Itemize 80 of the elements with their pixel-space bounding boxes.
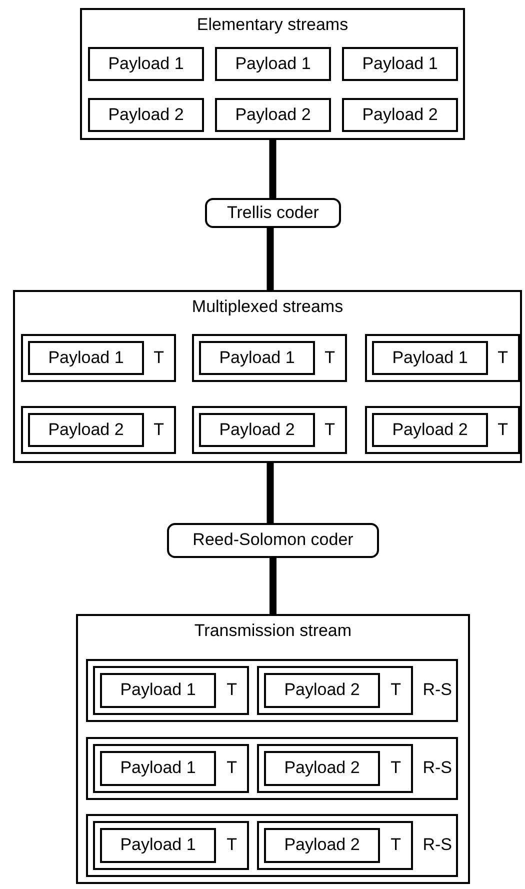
payload-box xyxy=(100,828,216,863)
packet-box xyxy=(93,666,249,715)
payload-label: Payload 1 xyxy=(362,54,438,74)
payload-label: Payload 1 xyxy=(48,348,124,368)
packet-box xyxy=(21,334,176,382)
payload-label: Payload 2 xyxy=(392,420,468,440)
connector-line xyxy=(270,558,276,614)
payload-box xyxy=(215,47,331,81)
trailer-label: T xyxy=(498,348,508,368)
payload-box xyxy=(342,47,458,81)
trailer-label: T xyxy=(390,836,401,855)
payload-label: Payload 1 xyxy=(219,348,295,368)
payload-box xyxy=(28,413,144,447)
stream-panel xyxy=(80,8,465,140)
connector-line xyxy=(269,140,276,198)
payload-label: Payload 1 xyxy=(120,681,196,700)
coder-label: Reed-Solomon coder xyxy=(192,531,354,550)
packet-box xyxy=(93,821,249,870)
packet-box xyxy=(257,821,413,870)
payload-label: Payload 2 xyxy=(219,420,295,440)
payload-label: Payload 2 xyxy=(362,106,438,124)
payload-box xyxy=(342,98,458,132)
checksum-label: R-S xyxy=(422,759,452,778)
payload-box xyxy=(215,98,331,132)
packet-box xyxy=(257,744,413,793)
checksum-label: R-S xyxy=(422,681,452,700)
trailer-label: T xyxy=(154,420,164,440)
packet-box xyxy=(192,334,347,382)
frame-box xyxy=(86,737,458,800)
trailer-label: T xyxy=(226,681,237,700)
coder-box xyxy=(167,523,379,558)
payload-label: Payload 1 xyxy=(108,54,184,74)
trailer-label: T xyxy=(390,681,401,700)
trailer-label: T xyxy=(324,420,335,440)
payload-label: Payload 2 xyxy=(284,836,360,855)
payload-box xyxy=(264,673,380,708)
payload-box xyxy=(372,413,488,447)
payload-box xyxy=(88,98,204,132)
trailer-label: T xyxy=(154,348,164,368)
packet-box xyxy=(365,406,520,454)
payload-box xyxy=(264,751,380,786)
payload-label: Payload 1 xyxy=(235,54,311,74)
coder-label: Trellis coder xyxy=(227,204,319,222)
trailer-label: T xyxy=(226,836,237,855)
coder-box xyxy=(205,198,341,228)
payload-box xyxy=(372,341,488,375)
payload-label: Payload 2 xyxy=(108,106,184,124)
payload-box xyxy=(100,673,216,708)
payload-box xyxy=(199,341,315,375)
stream-panel xyxy=(13,290,522,463)
trailer-label: T xyxy=(390,759,401,778)
payload-label: Payload 2 xyxy=(235,106,311,124)
panel-heading: Transmission stream xyxy=(194,622,352,641)
trailer-label: T xyxy=(324,348,335,368)
payload-label: Payload 1 xyxy=(120,836,196,855)
payload-box xyxy=(199,413,315,447)
payload-box xyxy=(264,828,380,863)
payload-box xyxy=(28,341,144,375)
connector-line xyxy=(266,463,274,523)
payload-label: Payload 1 xyxy=(392,348,468,368)
payload-label: Payload 2 xyxy=(284,759,360,778)
payload-box xyxy=(88,47,204,81)
connector-line xyxy=(266,228,274,290)
panel-heading: Elementary streams xyxy=(196,16,348,35)
packet-box xyxy=(192,406,347,454)
checksum-label: R-S xyxy=(422,836,452,855)
payload-label: Payload 2 xyxy=(284,681,360,700)
frame-box xyxy=(86,659,458,722)
payload-box xyxy=(100,751,216,786)
payload-label: Payload 2 xyxy=(48,420,124,440)
stream-panel xyxy=(76,614,470,884)
panel-heading: Multiplexed streams xyxy=(192,298,344,317)
packet-box xyxy=(257,666,413,715)
payload-label: Payload 1 xyxy=(120,759,196,778)
trailer-label: T xyxy=(498,420,508,440)
trailer-label: T xyxy=(226,759,237,778)
packet-box xyxy=(21,406,176,454)
frame-box xyxy=(86,814,458,877)
packet-box xyxy=(93,744,249,793)
packet-box xyxy=(365,334,520,382)
